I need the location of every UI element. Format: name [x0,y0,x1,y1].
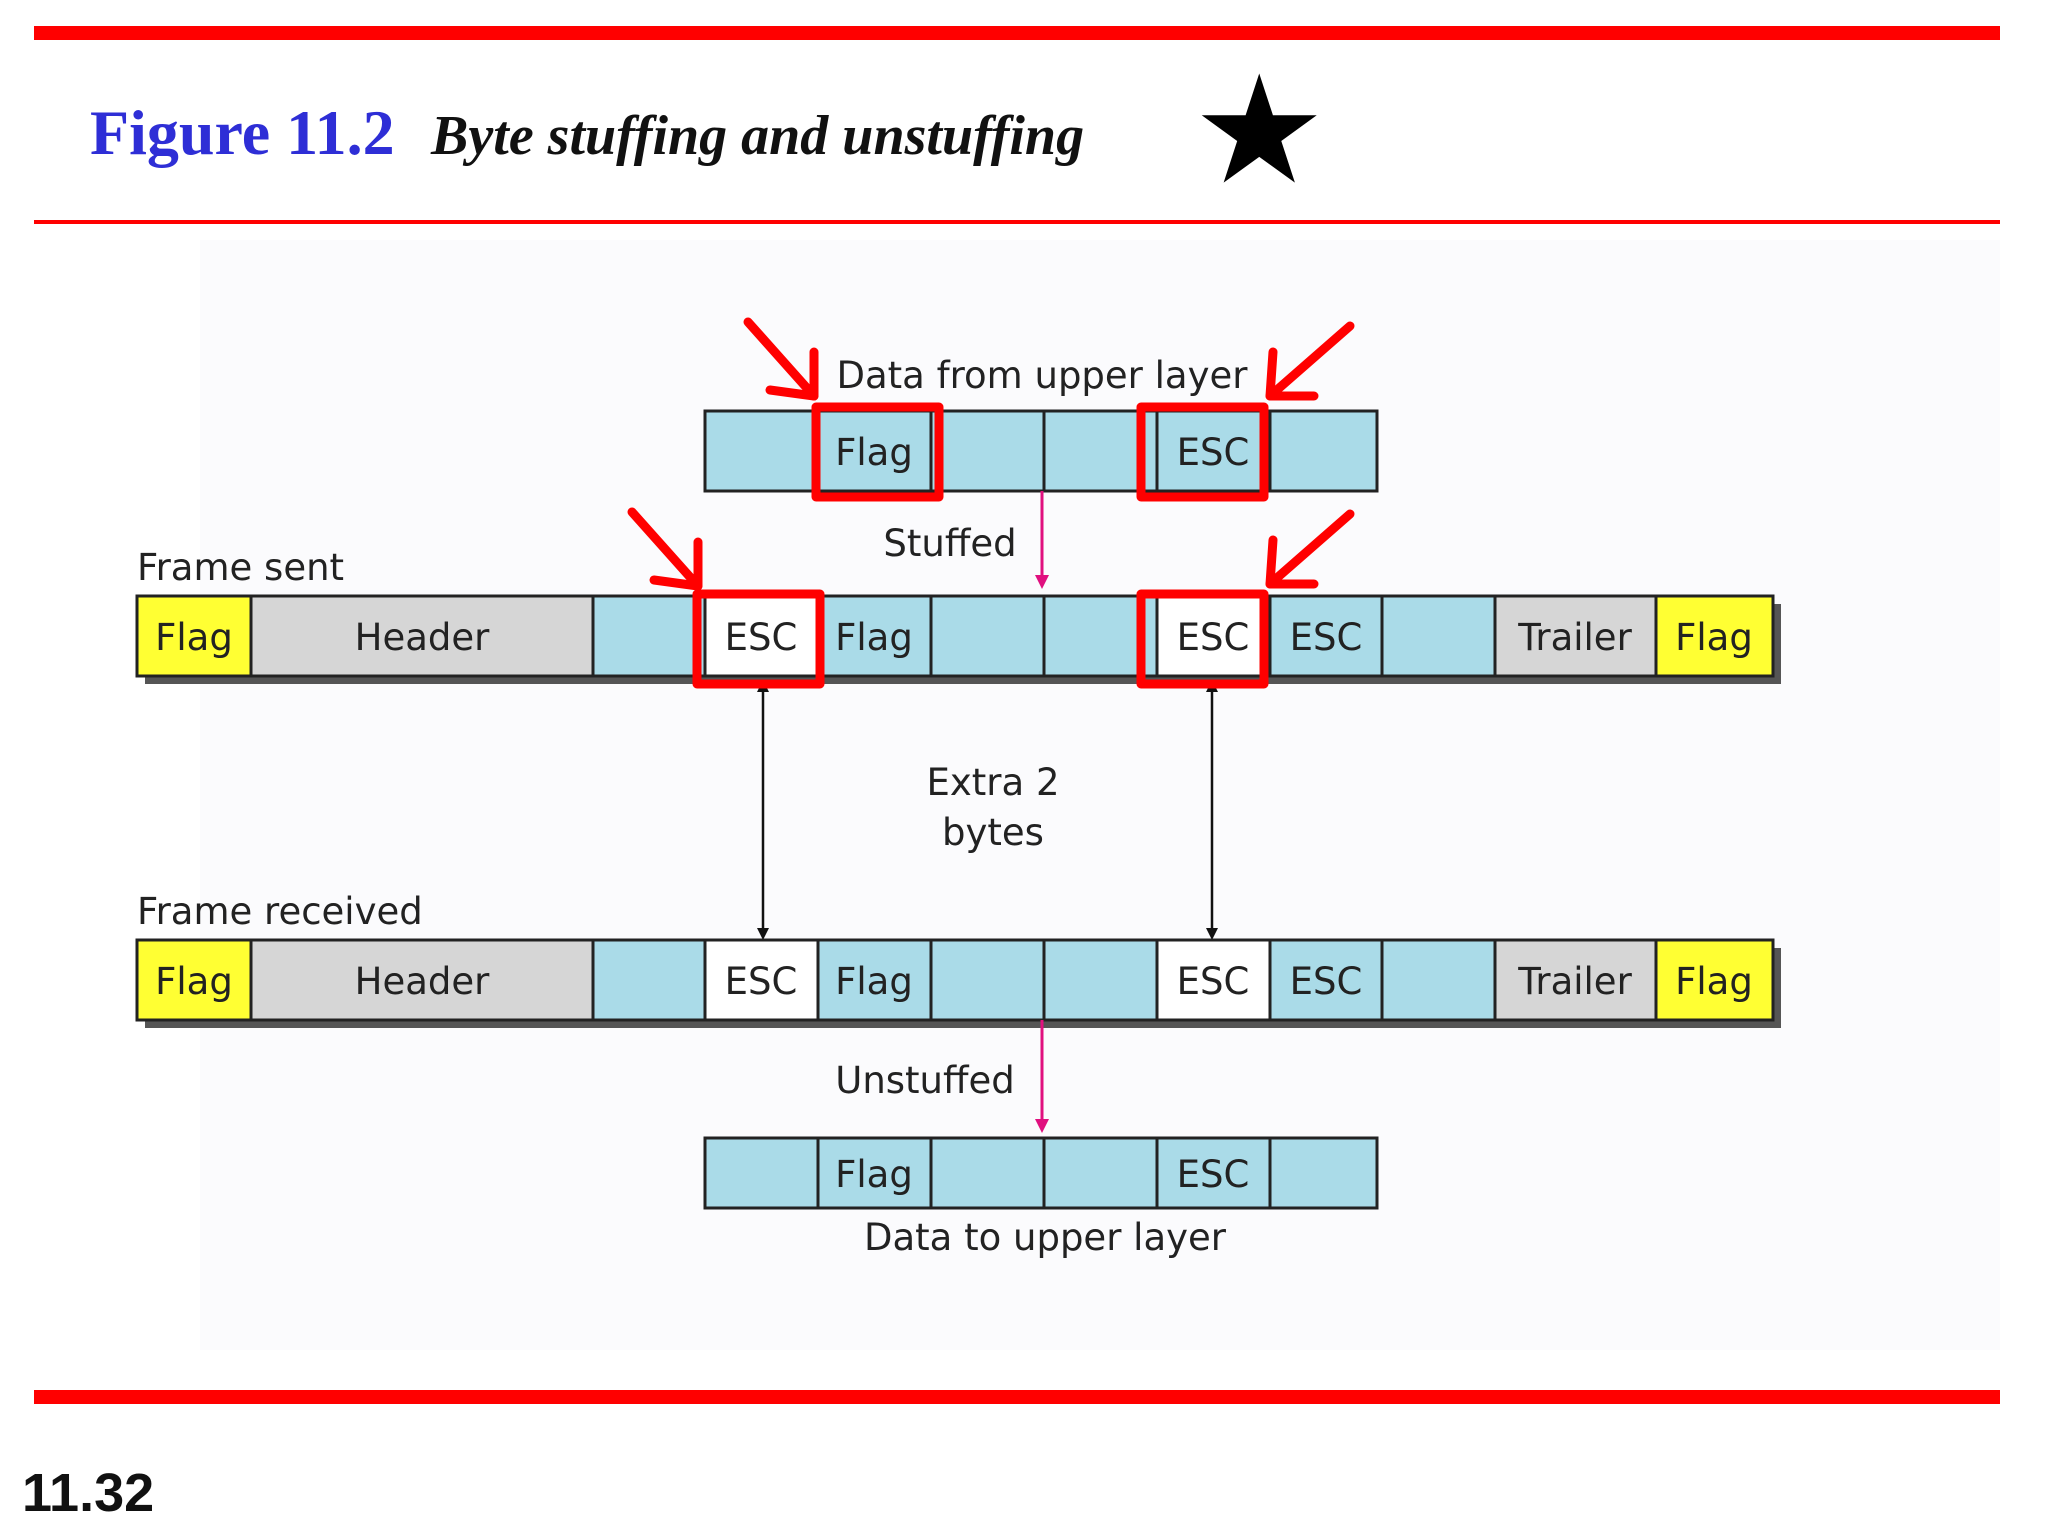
byte-cell [1654,594,1775,678]
byte-label: ESC [1177,431,1250,474]
byte-cell [135,594,253,678]
red-arrow-icon [743,317,819,401]
byte-cell [1268,409,1379,493]
byte-cell [703,1136,820,1210]
red-arrow-icon [1265,321,1355,401]
byte-label: Flag [835,960,913,1003]
unstuffed-label: Unstuffed [835,1059,1015,1102]
frame-sent: Flag Header ESC Flag ESC ESC Trailer Fla… [135,594,1781,684]
byte-cell [703,594,820,678]
byte-label: Trailer [1517,960,1632,1003]
byte-label: Header [355,616,491,659]
byte-cell [1268,594,1384,678]
byte-label: Flag [1675,960,1753,1003]
byte-label: ESC [725,960,798,1003]
byte-label: Flag [155,616,233,659]
highlight-box-flag [811,402,944,502]
red-pointer-arrows [627,317,1355,591]
upper-layer-data-out: Flag ESC [703,1136,1379,1210]
byte-cell [135,938,253,1022]
upper-layer-data: Flag ESC [703,409,1379,493]
byte-label: Flag [835,1153,913,1196]
byte-cell [929,409,1046,493]
byte-cell [1380,594,1497,678]
byte-cell [1268,938,1384,1022]
title-underline-rule [34,220,2000,224]
highlight-annotations [692,402,1269,689]
figure-label: Figure 11.2 [90,97,395,168]
byte-cell [816,1136,933,1210]
red-arrow-icon [1265,509,1355,589]
bottom-label: Data to upper layer [864,1216,1227,1259]
red-arrow-icon [627,507,703,591]
highlight-box-esc-stuffed-left [692,589,825,689]
highlight-box-esc-top [1136,402,1269,502]
byte-label: Flag [155,960,233,1003]
highlight-box-esc-stuffed-right [1136,589,1269,689]
byte-label: Header [355,960,491,1003]
byte-cell [929,1136,1046,1210]
slide-title: Figure 11.2 Byte stuffing and unstuffing [90,96,1084,170]
byte-cell [1654,938,1775,1022]
frame-sent-label: Frame sent [137,546,344,589]
frame-received: Flag Header ESC Flag ESC ESC Trailer Fla… [135,938,1781,1028]
byte-cell [1268,1136,1379,1210]
byte-label: ESC [1177,1153,1250,1196]
byte-cell [1042,1136,1159,1210]
byte-cell [1042,938,1159,1022]
top-red-rule [34,26,2000,40]
byte-label: Trailer [1517,616,1632,659]
figure-caption: Byte stuffing and unstuffing [431,105,1085,167]
frame-received-label: Frame received [137,890,423,933]
extra-bytes-label-1: Extra 2 [927,761,1060,804]
stuffed-label: Stuffed [883,522,1016,565]
byte-label: ESC [1177,960,1250,1003]
byte-label: Flag [1675,616,1753,659]
byte-cell [1155,938,1272,1022]
byte-cell [591,594,707,678]
byte-cell [703,938,820,1022]
top-label: Data from upper layer [837,354,1249,397]
byte-label: ESC [1290,960,1363,1003]
byte-label: ESC [1177,616,1250,659]
page-number: 11.32 [22,1463,155,1523]
byte-label: ESC [1290,616,1363,659]
byte-cell [929,938,1046,1022]
bottom-red-rule [34,1390,2000,1404]
byte-label: Flag [835,616,913,659]
star-icon: ★ [1192,44,1327,218]
byte-label: ESC [725,616,798,659]
byte-cell [816,938,933,1022]
byte-cell [1380,938,1497,1022]
byte-cell [929,594,1046,678]
extra-bytes-label-2: bytes [942,811,1044,854]
byte-cell [703,409,820,493]
byte-cell [591,938,707,1022]
byte-label: Flag [835,431,913,474]
byte-cell [249,938,595,1022]
